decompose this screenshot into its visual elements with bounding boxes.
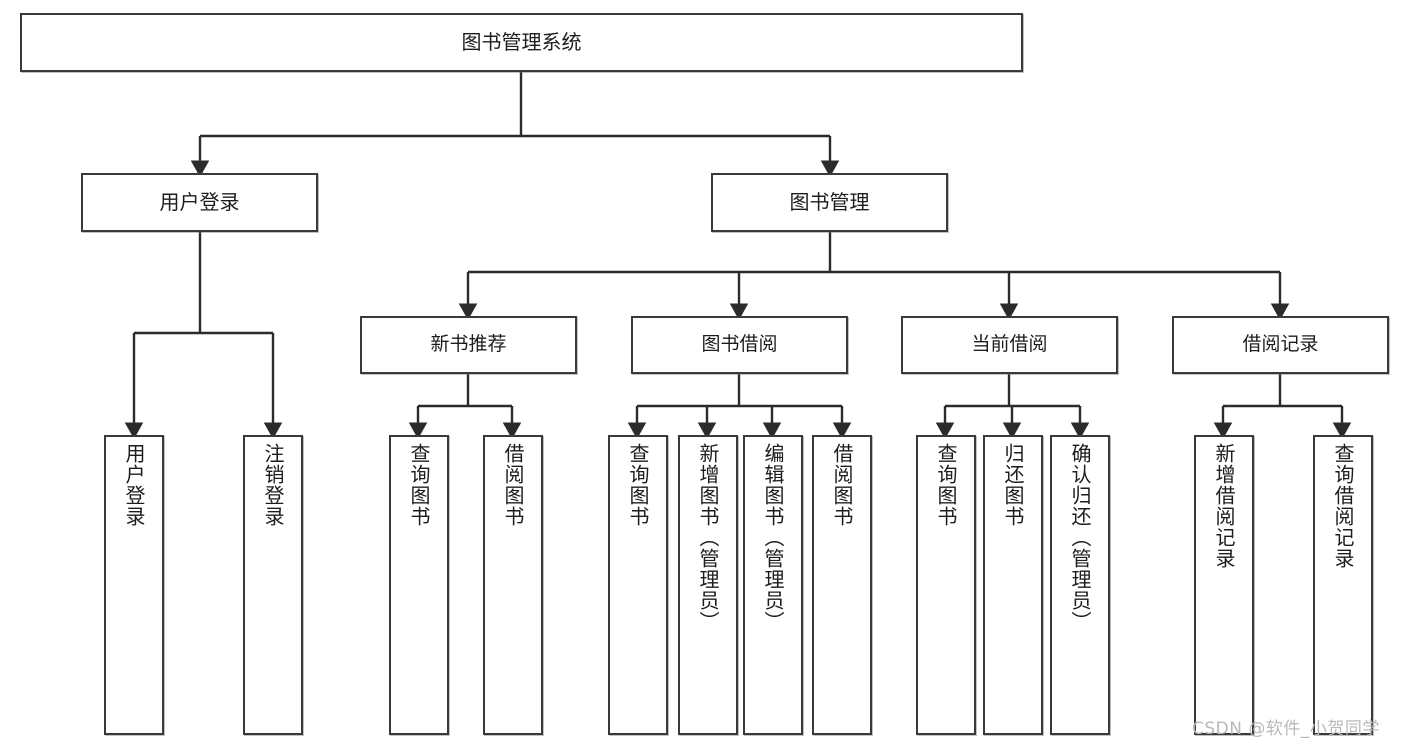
node-label: 图书借阅 <box>701 333 778 356</box>
node-user-login[interactable]: 用户登录 <box>81 173 318 232</box>
node-label: 查询图书 <box>407 443 431 527</box>
node-label: 确认归还（管理员） <box>1068 443 1092 632</box>
leaf-book-borrow-add-book-admin[interactable]: 新增图书（管理员） <box>678 435 738 735</box>
node-label: 图书管理系统 <box>461 30 582 55</box>
node-label: 归还图书 <box>1001 443 1025 527</box>
leaf-current-borrow-query-books[interactable]: 查询图书 <box>916 435 976 735</box>
node-borrowing-records[interactable]: 借阅记录 <box>1172 316 1389 374</box>
leaf-current-borrow-return-books[interactable]: 归还图书 <box>983 435 1043 735</box>
node-label: 新书推荐 <box>430 333 507 356</box>
leaf-new-book-query-books[interactable]: 查询图书 <box>389 435 449 735</box>
node-label: 注销登录 <box>261 443 285 527</box>
node-label: 查询图书 <box>934 443 958 527</box>
node-label: 查询图书 <box>626 443 650 527</box>
node-book-borrowing[interactable]: 图书借阅 <box>631 316 848 374</box>
node-current-borrowing[interactable]: 当前借阅 <box>901 316 1118 374</box>
node-root-book-management-system[interactable]: 图书管理系统 <box>20 13 1023 72</box>
leaf-user-login-logout[interactable]: 注销登录 <box>243 435 303 735</box>
node-label: 图书管理 <box>789 190 870 215</box>
node-label: 用户登录 <box>122 443 146 527</box>
node-book-management[interactable]: 图书管理 <box>711 173 948 232</box>
node-label: 借阅图书 <box>501 443 525 527</box>
csdn-watermark: CSDN @软件_小贺同学 <box>1192 719 1380 739</box>
leaf-book-borrow-borrow-books[interactable]: 借阅图书 <box>812 435 872 735</box>
node-label: 编辑图书（管理员） <box>761 443 785 632</box>
node-new-book-recommendation[interactable]: 新书推荐 <box>360 316 577 374</box>
node-label: 新增图书（管理员） <box>696 443 720 632</box>
node-label: 查询借阅记录 <box>1331 443 1355 569</box>
leaf-book-borrow-edit-book-admin[interactable]: 编辑图书（管理员） <box>743 435 803 735</box>
leaf-book-borrow-query-books[interactable]: 查询图书 <box>608 435 668 735</box>
leaf-borrow-record-add-record[interactable]: 新增借阅记录 <box>1194 435 1254 735</box>
node-label: 当前借阅 <box>971 333 1048 356</box>
node-label: 用户登录 <box>159 190 240 215</box>
leaf-borrow-record-query-record[interactable]: 查询借阅记录 <box>1313 435 1373 735</box>
leaf-user-login-login[interactable]: 用户登录 <box>104 435 164 735</box>
node-label: 借阅图书 <box>830 443 854 527</box>
node-label: 新增借阅记录 <box>1212 443 1236 569</box>
leaf-current-borrow-confirm-return-admin[interactable]: 确认归还（管理员） <box>1050 435 1110 735</box>
leaf-new-book-borrow-books[interactable]: 借阅图书 <box>483 435 543 735</box>
node-label: 借阅记录 <box>1242 333 1319 356</box>
